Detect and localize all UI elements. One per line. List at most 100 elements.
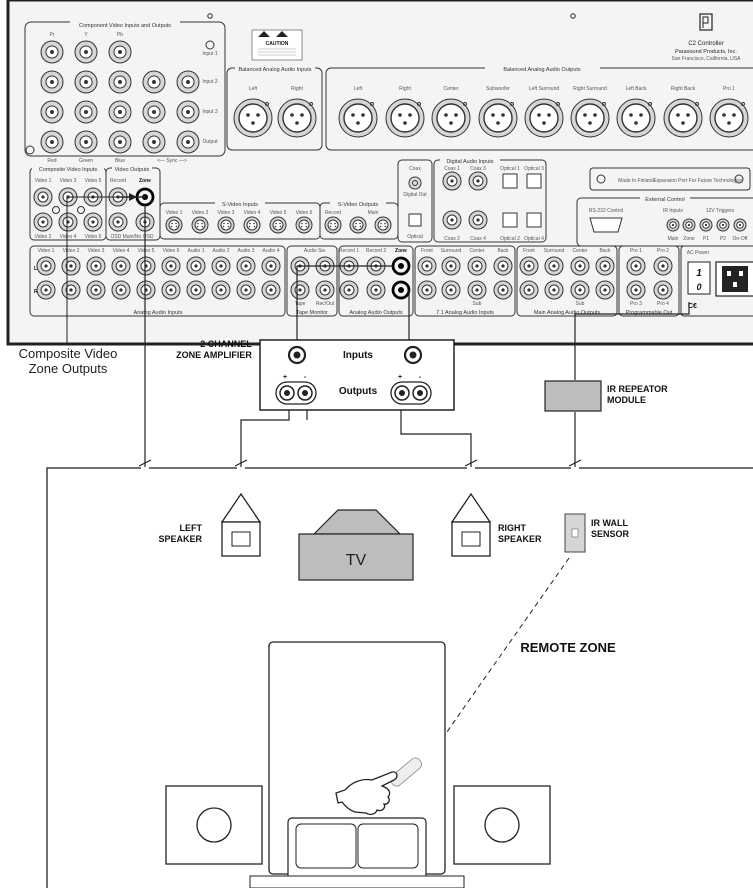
- digital-coax-in-jack: [443, 211, 461, 229]
- rca-jack-pin: [50, 80, 54, 84]
- analog-in-title: Analog Audio Inputs: [134, 310, 183, 316]
- svideo-pin: [334, 223, 336, 225]
- zone-audio-out-left-pin: [398, 263, 404, 269]
- tape-audio-sw: Audio Sw.: [304, 248, 326, 254]
- main-out-jack: [596, 281, 614, 299]
- analog-out-title: Analog Audio Outputs: [349, 310, 402, 316]
- svideo-pin: [380, 223, 382, 225]
- rca-jack-pin: [119, 264, 122, 267]
- rca-jack-pin: [298, 288, 301, 291]
- balanced-out-label: Right Surround: [573, 86, 607, 92]
- svideo-pin: [335, 226, 337, 228]
- rca-jack-pin: [672, 224, 674, 226]
- left-speaker-label-2: SPEAKER: [158, 534, 202, 544]
- svideo-pin: [355, 223, 357, 225]
- brand-line-1: C2 Controller: [688, 41, 723, 47]
- balanced-out-label: Left Surround: [529, 86, 560, 92]
- xlr-pin: [361, 113, 365, 117]
- xlr-pin: [449, 121, 453, 125]
- ir-repeater-box: [545, 381, 601, 411]
- xlr-pin: [634, 121, 638, 125]
- tape-title: Tape Monitor: [296, 310, 328, 316]
- svideo-pin: [330, 223, 332, 225]
- xlr-pin: [639, 113, 643, 117]
- seven-one-label: Back: [497, 248, 509, 254]
- digital-in-label: Optical 2: [500, 236, 520, 242]
- main-out-jack: [596, 257, 614, 275]
- composite-title: Composite Video Inputs: [39, 167, 98, 173]
- xlr-pin: [681, 121, 685, 125]
- balanced-out-title: Balanced Analog Audio Outputs: [503, 67, 581, 73]
- sofa-cushion-right: [358, 824, 418, 868]
- svideo-pin: [175, 223, 177, 225]
- video-out-main: OSD Main/No OSD: [110, 234, 153, 240]
- balanced-out-jack: [386, 99, 424, 137]
- rca-jack-pin: [169, 288, 172, 291]
- svideo-body: [378, 220, 388, 230]
- tape-jack: [316, 281, 334, 299]
- main-out-jack: [571, 281, 589, 299]
- prog-out-jack: [654, 281, 672, 299]
- seven-one-jack: [418, 281, 436, 299]
- caution-label: CAUTION: [252, 30, 302, 60]
- rca-jack-pin: [119, 288, 122, 291]
- amp-left-plus: +: [283, 374, 287, 381]
- composite-jack: [34, 188, 52, 206]
- analog-out-zone: Zone: [395, 248, 407, 254]
- balanced-out-jack: [339, 99, 377, 137]
- rca-jack-pin: [44, 264, 47, 267]
- power-switch-off: 0: [696, 282, 701, 292]
- balanced-out-jack: [617, 99, 655, 137]
- rca-jack-pin: [603, 288, 606, 291]
- xlr-pin: [629, 113, 633, 117]
- component-jack: [109, 41, 131, 63]
- digital-in-label: Optical 3: [524, 166, 544, 172]
- rca-jack-pin: [425, 288, 428, 291]
- rs232-port-icon: [590, 218, 622, 232]
- digital-optical-in-jack: [503, 213, 517, 227]
- rca-jack-pin: [116, 220, 119, 223]
- xlr-pin: [351, 113, 355, 117]
- digital-optical-in-jack: [503, 174, 517, 188]
- rca-jack-pin: [661, 264, 664, 267]
- video-out-record: Record: [110, 178, 126, 184]
- component-jack: [75, 131, 97, 153]
- component-row-label: Input 2: [202, 79, 218, 85]
- zone-audio-out-right-pin: [398, 287, 404, 293]
- tape-rec-out: Rec/Out: [316, 301, 335, 307]
- rca-jack-pin: [552, 288, 555, 291]
- svideo-out-jacks: [325, 217, 391, 233]
- rca-jack-pin: [527, 288, 530, 291]
- analog-in-label: Video 1: [38, 248, 55, 254]
- svideo-in-label: Video 1: [166, 210, 183, 216]
- component-jack: [143, 101, 165, 123]
- svideo-pin: [197, 223, 199, 225]
- xlr-pin: [542, 121, 546, 125]
- analog-in-jack-right: [137, 281, 155, 299]
- xlr-pin: [356, 121, 360, 125]
- rca-jack-pin: [118, 80, 122, 84]
- rca-jack-pin: [50, 110, 54, 114]
- rca-jack-pin: [578, 264, 581, 267]
- xlr-pin: [295, 121, 299, 125]
- rca-jack-pin: [450, 179, 453, 182]
- rear-left-driver: [197, 808, 231, 842]
- balanced-in-title: Balanced Analog Audio Inputs: [238, 67, 311, 73]
- svideo-pin: [275, 226, 277, 228]
- svideo-pin: [280, 226, 282, 228]
- xlr-inner: [391, 104, 419, 132]
- rca-jack-pin: [269, 288, 272, 291]
- analog-in-jack-left: [137, 257, 155, 275]
- rca-jack-pin: [244, 264, 247, 267]
- remote-zone-label: REMOTE ZONE: [520, 640, 616, 655]
- svideo-body: [247, 220, 257, 230]
- seven-one-jack: [442, 257, 460, 275]
- svideo-jack: [270, 217, 286, 233]
- seven-one-jack: [418, 257, 436, 275]
- amp-input-right-pin: [410, 352, 417, 359]
- xlr-pin: [398, 113, 402, 117]
- rca-jack-pin: [84, 140, 88, 144]
- svideo-pin: [385, 226, 387, 228]
- rear-right-driver: [485, 808, 519, 842]
- analog-in-jack-left: [262, 257, 280, 275]
